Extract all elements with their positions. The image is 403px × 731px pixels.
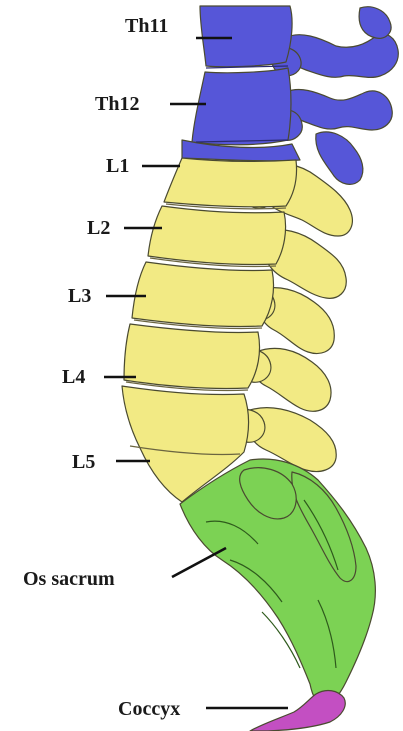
l2-body xyxy=(148,206,286,265)
label-th11: Th11 xyxy=(125,15,168,37)
l1-body xyxy=(164,158,297,207)
label-l3: L3 xyxy=(68,285,91,307)
coccyx-bone xyxy=(250,691,345,731)
th11-upper-process xyxy=(359,7,391,39)
th12-lower-process xyxy=(316,132,363,184)
label-l5: L5 xyxy=(72,451,95,473)
l3-body xyxy=(132,262,274,327)
sacrum xyxy=(180,459,375,708)
th12-body xyxy=(192,68,291,145)
label-coccyx: Coccyx xyxy=(118,698,180,720)
th11-body xyxy=(200,6,292,67)
label-l1: L1 xyxy=(106,155,129,177)
lumbar-vertebrae xyxy=(122,158,352,502)
label-l2: L2 xyxy=(87,217,110,239)
coccyx xyxy=(250,691,345,731)
l4-body xyxy=(124,324,260,389)
label-l4: L4 xyxy=(62,366,85,388)
label-sacrum: Os sacrum xyxy=(23,568,115,590)
th11-process xyxy=(285,34,399,77)
label-th12: Th12 xyxy=(95,93,139,115)
thoracic-vertebrae xyxy=(182,6,398,184)
sacrum-leader xyxy=(172,548,226,577)
